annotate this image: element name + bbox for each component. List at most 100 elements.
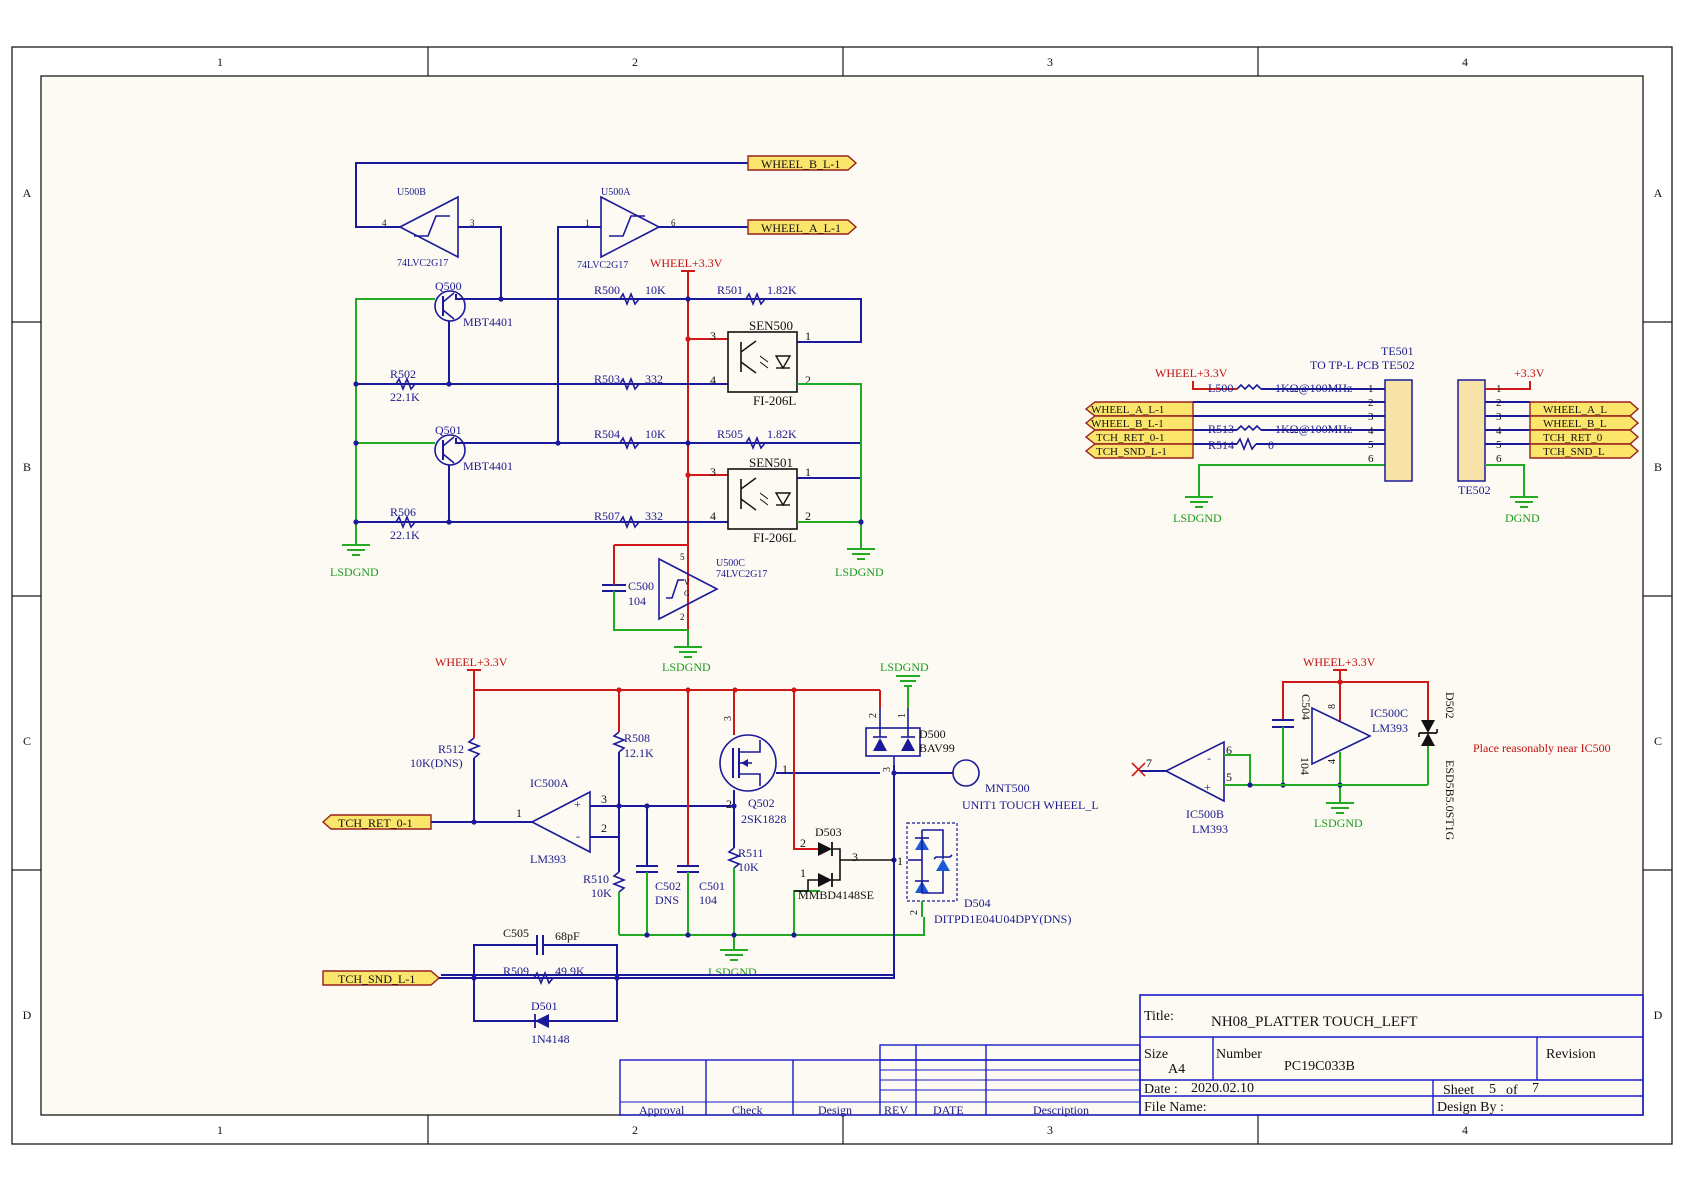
d502-ref: D502	[1443, 692, 1457, 719]
ic500a-minus: -	[576, 829, 580, 843]
d502-value: ESD5B5.0ST1G	[1443, 760, 1457, 841]
port-te501-tch-ret: TCH_RET_0-1	[1084, 429, 1194, 445]
te501-ref: TE501	[1381, 344, 1414, 358]
c502-ref: C502	[655, 879, 681, 893]
col-label-top-1: 1	[217, 55, 223, 69]
ic500a-value: LM393	[530, 852, 566, 866]
r503-value: 332	[645, 372, 663, 386]
touch-sense-section: WHEEL+3.3V R512 10K(DNS) TCH_RET_0-1 + -…	[321, 655, 1099, 1046]
ic500b-minus: -	[1207, 751, 1211, 765]
gnd-dgnd-te502: DGND	[1505, 511, 1540, 525]
revision-label: Revision	[1546, 1047, 1596, 1062]
d504-pin2: 2	[909, 910, 920, 915]
ic500a-plus: +	[574, 797, 581, 811]
ic500b-comparator	[1164, 740, 1225, 803]
power-wheel33-ic500: WHEEL+3.3V	[1303, 655, 1376, 669]
port-te501-wheel-b: WHEEL_B_L-1	[1084, 415, 1194, 431]
r501-ref: R501	[717, 283, 743, 297]
r509-ref: R509	[503, 964, 529, 978]
q502-pin1: 1	[782, 762, 788, 776]
r504-value: 10K	[645, 427, 666, 441]
sen500-pin4: 4	[710, 373, 716, 387]
te502-pin4: 4	[1496, 425, 1502, 437]
sen500-pin3: 3	[710, 329, 716, 343]
r514-ref: R514	[1208, 438, 1234, 452]
col-label-bottom-2: 2	[632, 1123, 638, 1137]
d500-value: BAV99	[919, 741, 955, 755]
ic500c-pin8: 8	[1327, 704, 1338, 709]
ic500b-pin6: 6	[1226, 743, 1232, 757]
d500-diode-pair	[865, 727, 921, 757]
d504-tvs-array	[906, 822, 958, 902]
d503-pin2: 2	[800, 836, 806, 850]
rev-check-label: Check	[732, 1103, 763, 1117]
ic500c-ref: IC500C	[1370, 706, 1408, 720]
ic500c-comparator-power	[1311, 706, 1372, 766]
rev-design-label: Design	[818, 1103, 852, 1117]
port-te501-wheel-a: WHEEL_A_L-1	[1084, 401, 1194, 417]
d500-pin1: 1	[897, 713, 908, 718]
te501-pin3: 3	[1368, 411, 1374, 423]
r514-value: 0	[1268, 438, 1274, 452]
power-wheel33-top: WHEEL+3.3V	[650, 256, 723, 270]
te502-pin2: 2	[1496, 397, 1502, 409]
te502-pin1: 1	[1496, 383, 1502, 395]
date-label: Date :	[1144, 1082, 1178, 1097]
r513-value: 1KΩ@100MHz	[1275, 422, 1352, 436]
optical-sensor-section: WHEEL+3.3V Q500 MBT4401 Q501 MBT4401 LSD…	[330, 256, 884, 674]
te502-pin3: 3	[1496, 411, 1502, 423]
ic500a-pin2: 2	[601, 821, 607, 835]
r505-ref: R505	[717, 427, 743, 441]
d503-ref: D503	[815, 825, 842, 839]
sen501-pin4: 4	[710, 509, 716, 523]
u500c-pin-g: G	[684, 589, 690, 598]
sheet-value: 5	[1489, 1082, 1496, 1097]
d500-pin3: 3	[882, 767, 893, 772]
r502-value: 22.1K	[390, 390, 420, 404]
title-block: Title: NH08_PLATTER TOUCH_LEFT Size A4 N…	[1139, 994, 1644, 1116]
d504-ref: D504	[964, 896, 991, 910]
q502-value: 2SK1828	[741, 812, 786, 826]
row-label-left-d: D	[23, 1008, 32, 1022]
port-te502-wheel-b-label: WHEEL_B_L	[1543, 418, 1607, 430]
sen501-pin1: 1	[805, 465, 811, 479]
ic500a-comparator	[530, 790, 591, 854]
te501-pin1: 1	[1368, 383, 1374, 395]
col-label-top-3: 3	[1047, 55, 1053, 69]
port-wheel-a-label: WHEEL_A_L-1	[761, 221, 841, 235]
r505-value: 1.82K	[767, 427, 797, 441]
ic500b-plus: +	[1204, 780, 1211, 794]
port-wheel-a: WHEEL_A_L-1	[747, 219, 858, 235]
port-tch-ret-label: TCH_RET_0-1	[338, 816, 413, 830]
q500-ref: Q500	[435, 279, 462, 293]
u500c-ref: U500C	[716, 558, 745, 569]
title-value: NH08_PLATTER TOUCH_LEFT	[1211, 1014, 1418, 1030]
mnt500-value: UNIT1 TOUCH WHEEL_L	[962, 798, 1099, 812]
row-label-left-b: B	[23, 460, 31, 474]
sen500-ref: SEN500	[749, 318, 793, 333]
c500-ref: C500	[628, 579, 654, 593]
ic500c-pin4: 4	[1327, 759, 1338, 764]
port-tch-ret: TCH_RET_0-1	[321, 814, 432, 830]
port-te502-wheel-a: WHEEL_A_L	[1529, 401, 1640, 417]
r502-ref: R502	[390, 367, 416, 381]
u500b-pin-out: 4	[382, 218, 387, 228]
r508-ref: R508	[624, 731, 650, 745]
r506-value: 22.1K	[390, 528, 420, 542]
u500c-pin5: 5	[680, 552, 685, 562]
te501-pin2: 2	[1368, 397, 1374, 409]
u500a-buffer	[600, 195, 661, 259]
u500a-pin-in: 1	[585, 218, 590, 228]
sheet-label: Sheet	[1443, 1083, 1474, 1098]
te501-pin5: 5	[1368, 439, 1374, 451]
r512-value: 10K(DNS)	[410, 756, 463, 770]
row-label-right-b: B	[1654, 460, 1662, 474]
sen500-pin2: 2	[805, 373, 811, 387]
ic500a-pin3: 3	[601, 792, 607, 806]
col-label-top-2: 2	[632, 55, 638, 69]
q501-ref: Q501	[435, 423, 462, 437]
col-label-top-4: 4	[1462, 55, 1468, 69]
u500a-ref: U500A	[601, 187, 631, 198]
sen501-value: FI-206L	[753, 530, 796, 545]
te502-pin6: 6	[1496, 453, 1502, 465]
